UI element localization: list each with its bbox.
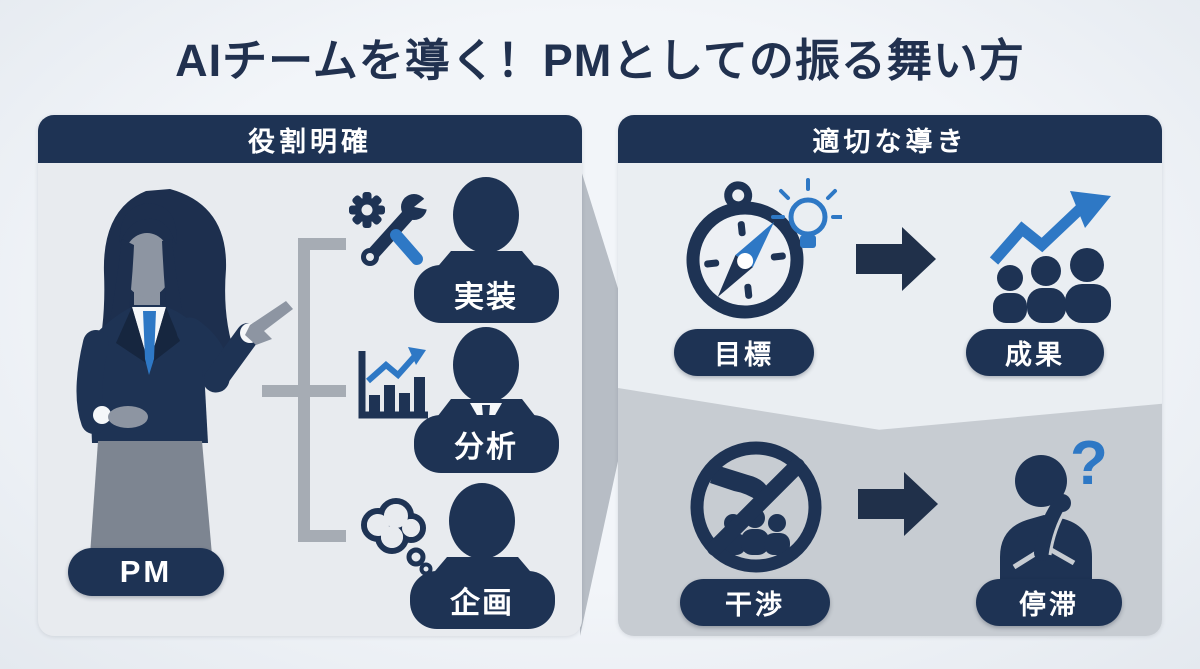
member-planning-silhouette: 企画 bbox=[410, 483, 555, 629]
results-label-text: 成果 bbox=[1005, 340, 1065, 370]
goal-label: 目標 bbox=[674, 329, 814, 376]
pm-woman-figure bbox=[76, 189, 293, 555]
gear-wrench-icon bbox=[349, 191, 434, 266]
results-label: 成果 bbox=[966, 329, 1104, 376]
lightbulb-icon bbox=[771, 178, 842, 248]
page-title: AIチームを導く！PMとしての振る舞い方 bbox=[175, 35, 1025, 86]
question-mark: ? bbox=[1070, 429, 1108, 498]
role-clarity-panel: 役割明確 bbox=[38, 115, 582, 636]
interference-label: 干渉 bbox=[680, 579, 830, 626]
right-arrow-icon bbox=[858, 472, 938, 536]
compass-lightbulb-icon bbox=[686, 178, 842, 319]
pm-label: PM bbox=[68, 548, 224, 596]
goal-label-text: 目標 bbox=[714, 340, 774, 370]
thinking-question-icon bbox=[1000, 455, 1092, 595]
right-arrow-icon bbox=[856, 227, 936, 291]
member-label: 企画 bbox=[450, 586, 514, 620]
member-label: 分析 bbox=[454, 431, 518, 464]
bracket-arm-middle bbox=[262, 385, 346, 397]
guidance-panel: 適切な導き bbox=[618, 115, 1162, 636]
no-interference-icon bbox=[690, 441, 822, 573]
pm-label-text: PM bbox=[119, 554, 173, 589]
team-growth-icon bbox=[989, 191, 1111, 323]
member-analysis-silhouette: 分析 bbox=[414, 327, 559, 473]
bracket-arm-bottom bbox=[298, 530, 346, 542]
member-label: 実装 bbox=[454, 281, 518, 314]
left-panel-header: 役割明確 bbox=[38, 115, 582, 163]
stagnation-label: 停滞 bbox=[976, 579, 1122, 626]
interference-label-text: 干渉 bbox=[725, 590, 785, 620]
right-panel-header: 適切な導き bbox=[618, 115, 1162, 163]
bracket-arm-top bbox=[298, 238, 346, 250]
member-implementation-silhouette: 実装 bbox=[414, 177, 559, 323]
bar-chart-growth-icon bbox=[358, 347, 428, 419]
stagnation-label-text: 停滞 bbox=[1019, 590, 1079, 620]
thought-bubble-icon bbox=[361, 498, 433, 576]
